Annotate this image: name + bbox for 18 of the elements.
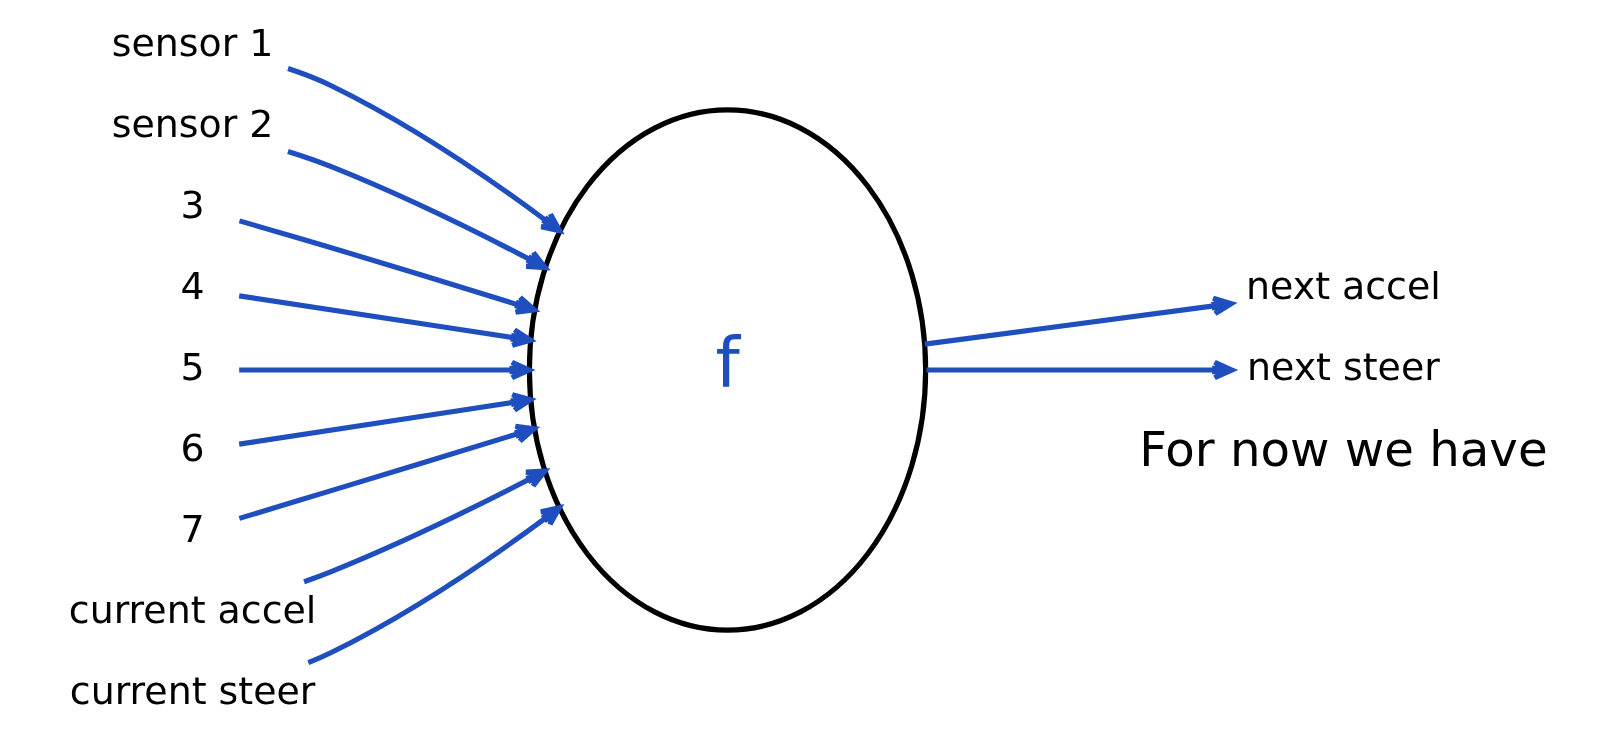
node-text: 5: [180, 344, 205, 389]
arrow: [286, 149, 548, 271]
node-text: next steer: [1246, 344, 1440, 389]
node-text: sensor 2: [111, 101, 273, 146]
node-text: 7: [180, 506, 205, 551]
label: For now we have: [1138, 421, 1548, 478]
node-text: sensor 1: [111, 20, 273, 65]
arrow: [286, 66, 562, 234]
node-text: current accel: [68, 587, 316, 632]
arrow: [925, 359, 1235, 381]
arrow: [306, 505, 562, 666]
node-text: current steer: [69, 668, 315, 713]
node-text: 3: [180, 182, 205, 227]
node-text: 6: [180, 425, 205, 470]
node-ellipse: f: [526, 107, 928, 633]
node-text: next accel: [1245, 263, 1441, 308]
node-text: 4: [180, 263, 205, 308]
arrow: [238, 423, 537, 521]
